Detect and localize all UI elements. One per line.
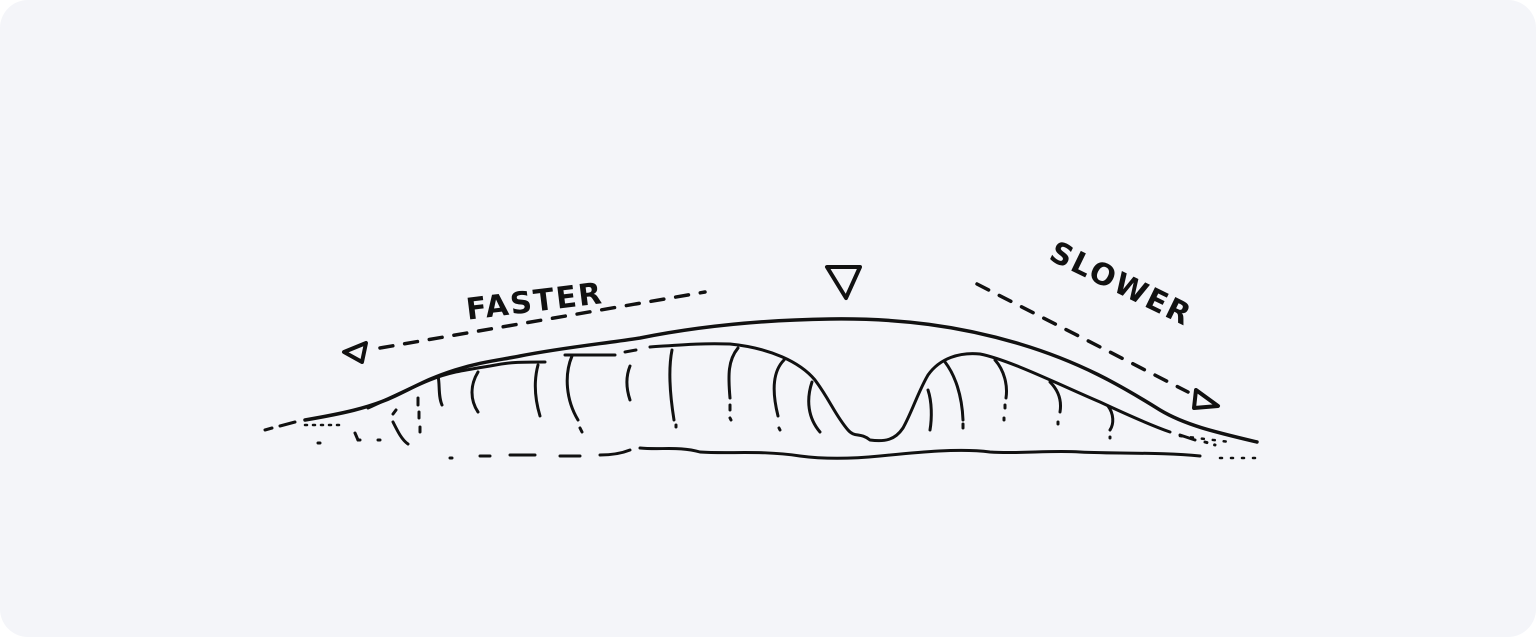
left-tail-dots [263,420,297,432]
slower-dashed-arrow [975,282,1190,394]
peak-triangle-icon [825,265,862,300]
right-triangle-icon [1192,388,1220,410]
wave-outer-profile [303,317,1259,444]
wave-inner-left [366,360,547,410]
wave-bottom-line [638,446,1202,460]
wave-face-strokes [353,346,1115,446]
faster-dashed-arrow [378,290,707,350]
left-triangle-icon [342,341,368,364]
slower-label: SLOWER [1044,235,1198,334]
